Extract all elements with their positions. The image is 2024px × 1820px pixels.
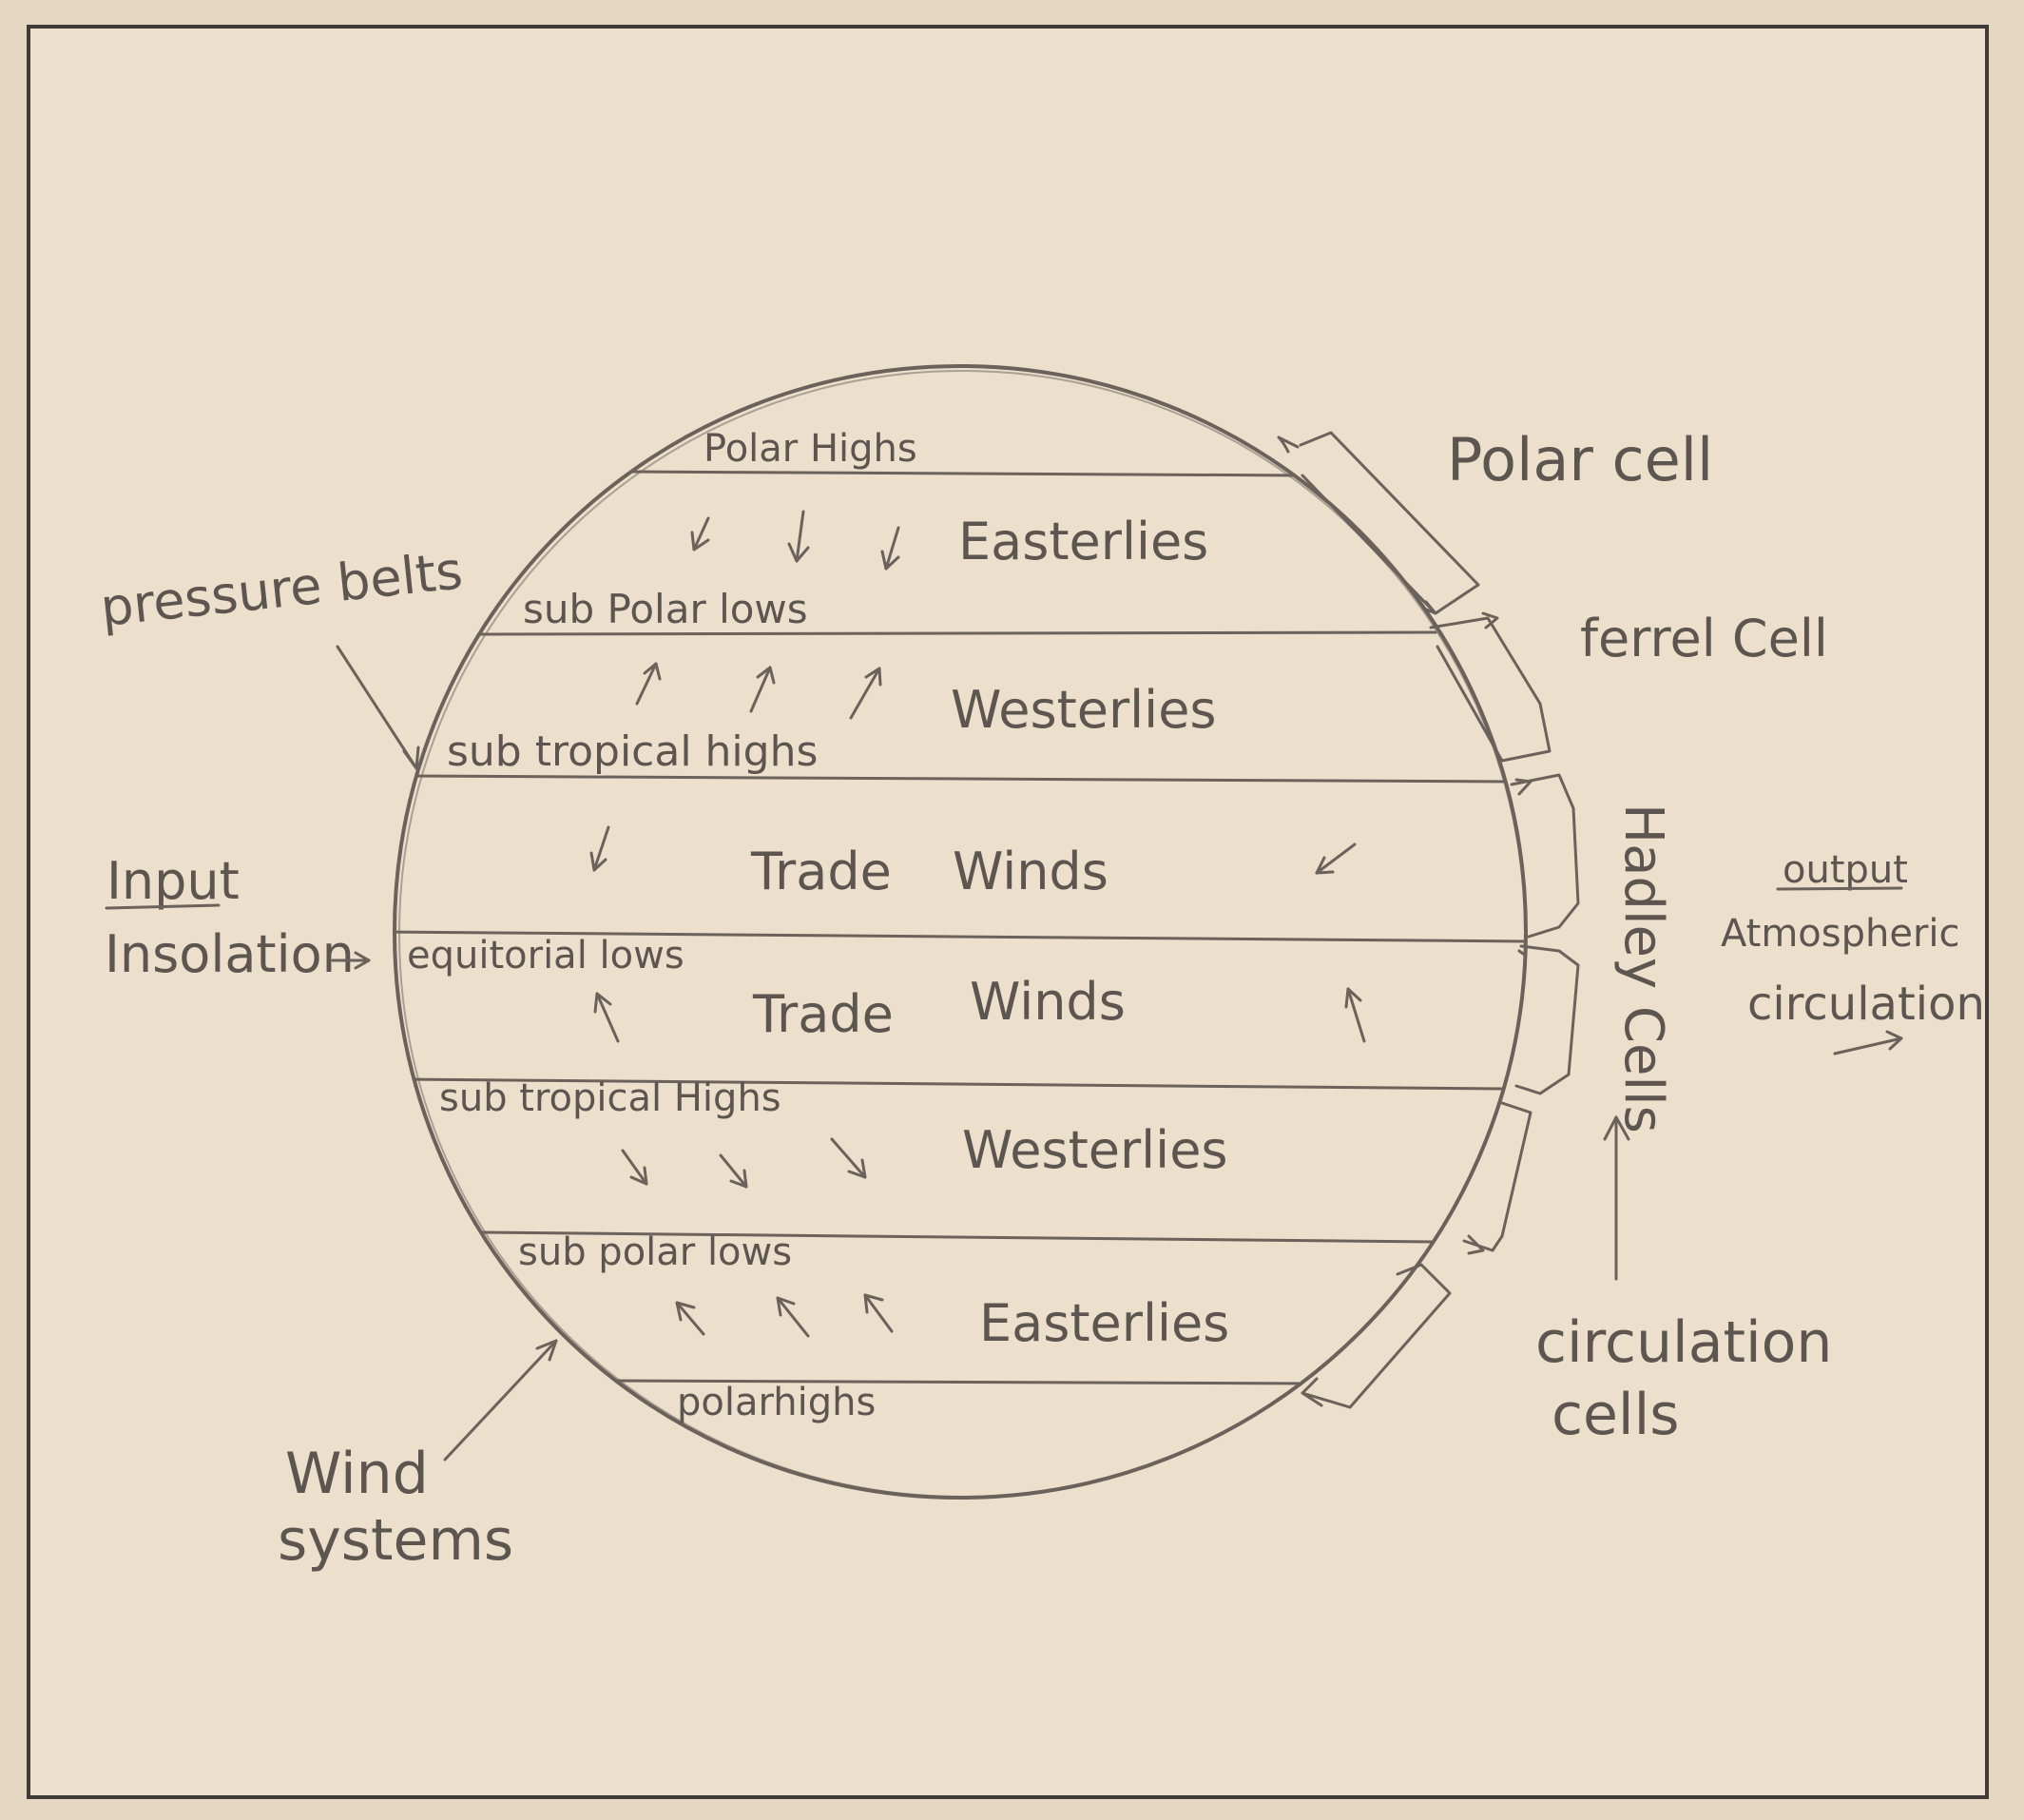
label-hadley-cells: Hadley Cells	[1612, 804, 1674, 1133]
circulation-cells-pointer	[1603, 1115, 1630, 1281]
ferrel-cell-bracket	[1429, 616, 1552, 763]
ferrel-cell-bracket-south	[1462, 1101, 1532, 1252]
polar-cell-arrowhead	[1422, 600, 1437, 615]
page-border	[27, 25, 1989, 1799]
input-underline	[105, 903, 221, 910]
latitude-line-polar-south	[607, 1379, 1314, 1385]
arrow-westerlies-south-3	[830, 1137, 867, 1179]
label-trade-south-1: Trade	[752, 984, 894, 1044]
ferrel-cell-arrowhead	[1481, 611, 1499, 629]
arrow-trade-south-1	[593, 992, 620, 1043]
label-wind-line1: Wind	[285, 1441, 429, 1507]
label-polar-cell: Polar cell	[1447, 425, 1713, 494]
label-ferrel-cell: ferrel Cell	[1580, 609, 1828, 668]
arrow-easterlies-south-1	[675, 1301, 705, 1336]
ferrel-cell-south-arrowhead	[1467, 1234, 1485, 1255]
arrow-westerlies-south-1	[621, 1149, 648, 1186]
label-trade-north-1: Trade	[750, 842, 892, 901]
latitude-lines	[395, 470, 1526, 1385]
arrow-easterlies-north-1	[690, 516, 710, 552]
label-sub-polar-lows-south: sub polar lows	[518, 1230, 792, 1274]
latitude-line-subtropical-north	[407, 774, 1513, 784]
latitude-line-equator	[395, 930, 1526, 943]
output-underline	[1776, 886, 1903, 891]
wind-systems-pointer	[443, 1339, 558, 1462]
label-easterlies-north: Easterlies	[958, 512, 1208, 571]
arrow-trade-north-1	[589, 825, 610, 872]
label-equatorial-lows: equitorial lows	[407, 934, 684, 978]
label-output-heading: output	[1783, 848, 1908, 892]
latitude-line-subtropical-south	[397, 1077, 1504, 1091]
hadley-cell-bracket-north	[1510, 773, 1580, 939]
label-output-line1: Atmospheric	[1721, 912, 1960, 956]
input-arrow	[331, 951, 371, 970]
arrow-westerlies-south-2	[719, 1153, 748, 1189]
polar-cell-bracket-south	[1301, 1263, 1452, 1409]
arrow-easterlies-north-2	[787, 510, 810, 563]
latitude-line-polar-north	[626, 470, 1304, 477]
hadley-cell-south-arrowhead	[1517, 939, 1528, 958]
latitude-line-subpolar-north	[478, 630, 1437, 636]
hadley-cell-bracket-south	[1514, 944, 1580, 1095]
label-output-line2: circulation	[1747, 978, 1985, 1031]
wind-arrows	[589, 510, 1366, 1338]
pressure-belts-pointer	[336, 645, 420, 770]
arrow-westerlies-north-1	[635, 662, 662, 706]
label-polar-highs-south: polarhighs	[677, 1381, 876, 1424]
polar-cell-south-arrowhead	[1301, 1377, 1323, 1407]
label-circulation-line1: circulation	[1535, 1309, 1832, 1376]
circulation-cell-brackets	[1277, 431, 1580, 1409]
label-circulation-line2: cells	[1552, 1382, 1680, 1448]
label-polar-highs-north: Polar Highs	[704, 427, 917, 471]
arrow-easterlies-north-3	[880, 526, 900, 571]
polar-cell-bracket	[1299, 431, 1480, 615]
hadley-cell-north-arrowhead	[1514, 778, 1532, 796]
label-westerlies-north: Westerlies	[951, 680, 1217, 740]
arrow-easterlies-south-3	[863, 1293, 894, 1333]
label-wind-line2: systems	[278, 1507, 513, 1574]
label-input-text: Insolation	[105, 924, 355, 984]
label-sub-tropical-highs-south: sub tropical Highs	[439, 1076, 781, 1120]
arrow-trade-south-2	[1344, 987, 1366, 1043]
arrow-westerlies-north-2	[749, 666, 776, 713]
polar-cell-bracket-top	[1277, 436, 1300, 454]
label-input-heading: Input	[106, 851, 240, 911]
label-westerlies-south: Westerlies	[962, 1120, 1228, 1180]
output-arrow	[1833, 1030, 1903, 1055]
arrow-easterlies-south-2	[776, 1296, 810, 1338]
label-easterlies-south: Easterlies	[979, 1293, 1229, 1353]
label-trade-south-2: Winds	[970, 972, 1126, 1032]
label-trade-north-2: Winds	[953, 842, 1108, 901]
latitude-line-subpolar-south	[478, 1230, 1437, 1244]
arrow-trade-north-2	[1315, 842, 1357, 875]
arrow-westerlies-north-3	[849, 667, 882, 720]
globe-outline-inner	[398, 370, 1526, 1498]
label-sub-tropical-highs-north: sub tropical highs	[447, 727, 818, 776]
label-sub-polar-lows-north: sub Polar lows	[523, 586, 808, 632]
